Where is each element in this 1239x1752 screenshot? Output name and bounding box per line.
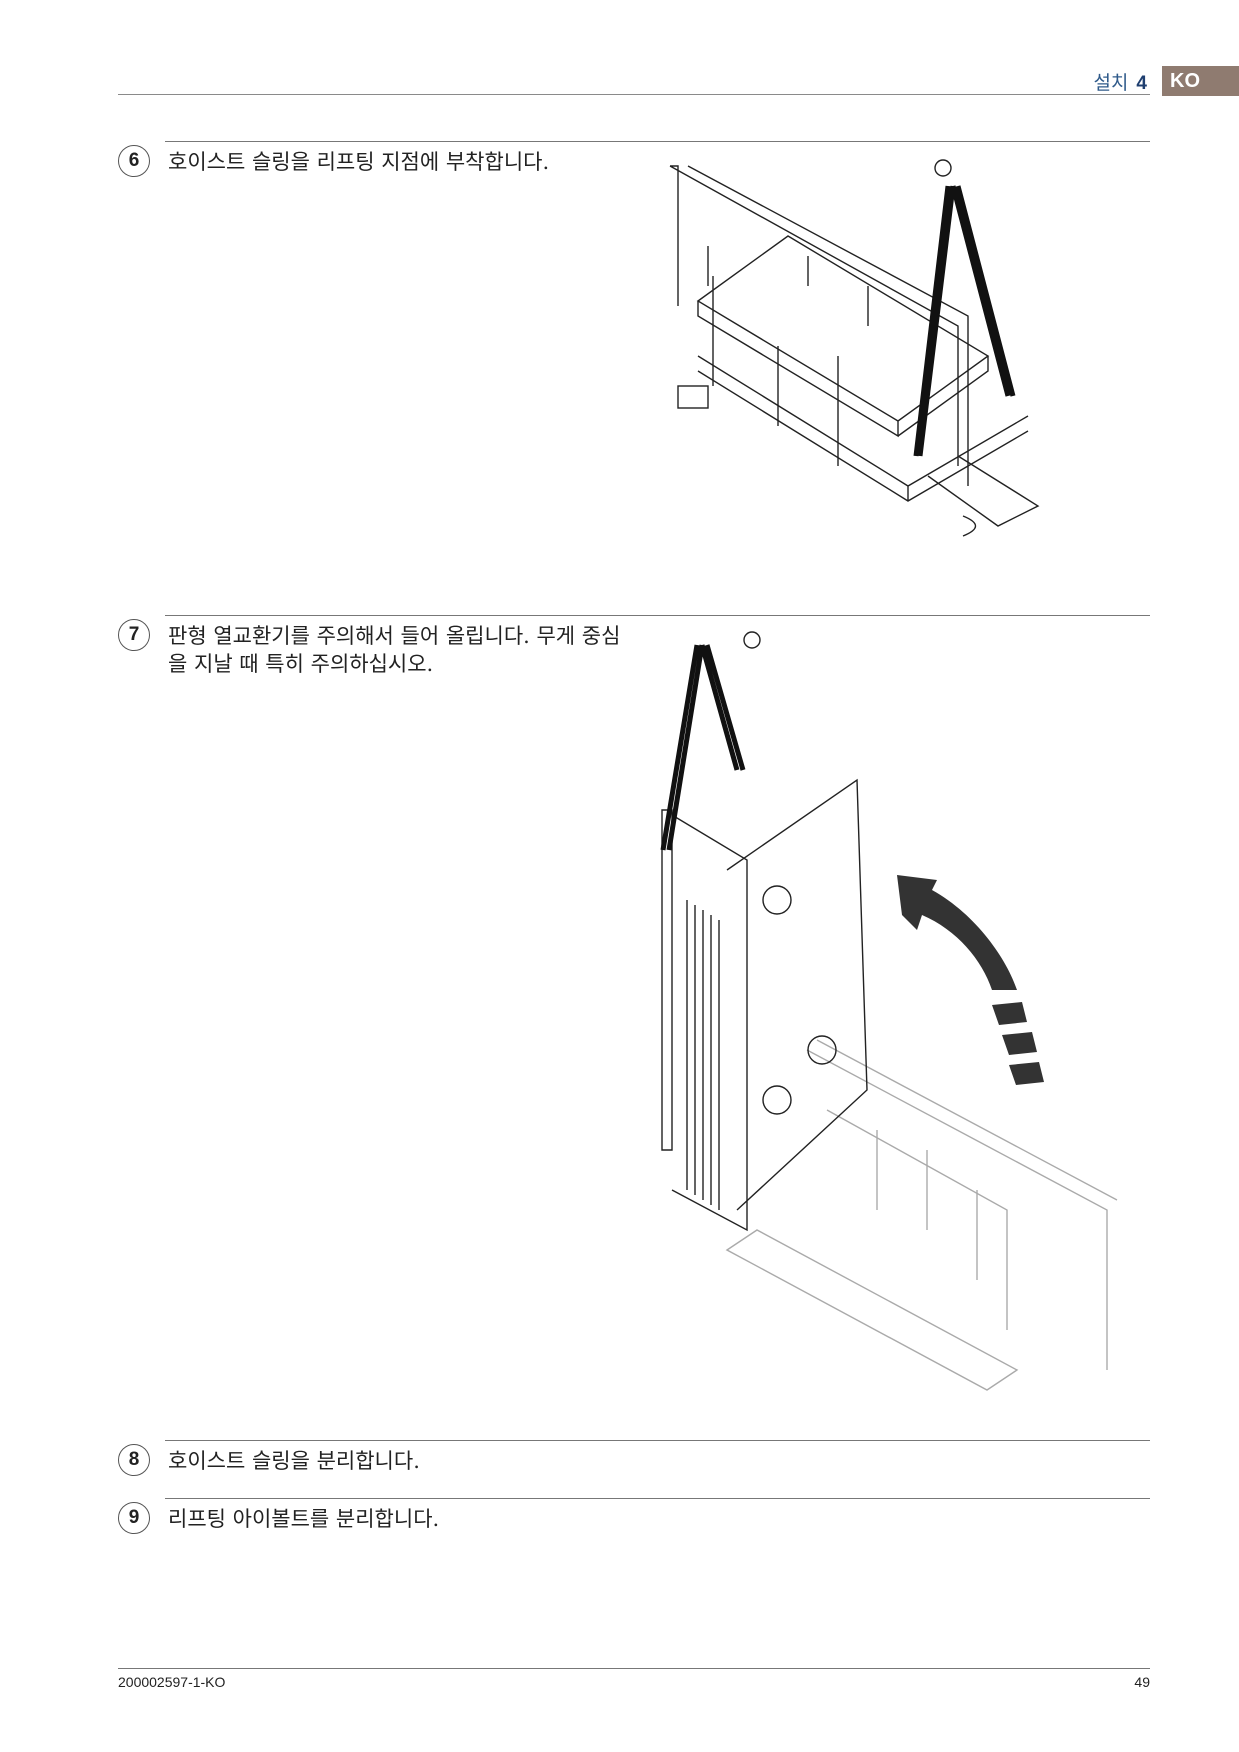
port-connection	[762, 1085, 792, 1115]
pressure-plate	[726, 778, 868, 1211]
frame-plate	[697, 355, 1029, 502]
frame-bar	[669, 165, 969, 486]
horizontal-exchanger-ghost	[725, 1039, 1118, 1391]
tightening-bolts	[707, 246, 869, 466]
pressure-plate	[696, 235, 990, 438]
lower-frame	[927, 455, 1040, 527]
step-number: 9	[118, 1502, 150, 1534]
step-text: 호이스트 슬링을 리프팅 지점에 부착합니다.	[168, 150, 550, 174]
header-divider	[118, 94, 1150, 95]
rotation-arrow-tail	[992, 1002, 1044, 1085]
hoist-hook-icon	[934, 159, 952, 177]
port-connection	[762, 885, 792, 915]
lifting-eyebolt	[962, 515, 977, 537]
figure-lift-exchanger	[660, 631, 1118, 1391]
document-number: 200002597-1-KO	[118, 1674, 226, 1690]
footer-divider	[118, 1668, 1150, 1669]
hoist-sling	[660, 644, 746, 851]
port-connection	[807, 1035, 837, 1065]
hoist-hook-icon	[743, 631, 761, 649]
plate-pack	[686, 900, 720, 1210]
step-divider	[165, 1440, 1150, 1441]
rotation-arrow-icon	[897, 875, 1017, 990]
step-number: 7	[118, 619, 150, 651]
step-divider	[165, 615, 1150, 616]
page-number: 49	[1134, 1674, 1150, 1690]
step-number: 6	[118, 145, 150, 177]
step-number: 8	[118, 1444, 150, 1476]
hoist-sling	[913, 185, 1016, 457]
support-block	[677, 385, 709, 409]
figure-attach-slings	[669, 159, 1040, 537]
section-name: 설치	[1093, 72, 1129, 94]
step-text: 호이스트 슬링을 분리합니다.	[168, 1449, 420, 1473]
step-text: 리프팅 아이볼트를 분리합니다.	[168, 1507, 440, 1531]
language-badge: KO	[1162, 66, 1239, 96]
chapter-number: 4	[1136, 73, 1147, 94]
step-text: 판형 열교환기를 주의해서 들어 올립니다. 무게 중심을 지날 때 특히 주의…	[168, 624, 621, 676]
step-divider	[165, 1498, 1150, 1499]
step-divider	[165, 141, 1150, 142]
section-title: 설치 4	[1093, 68, 1147, 95]
frame-plate	[661, 809, 748, 1232]
